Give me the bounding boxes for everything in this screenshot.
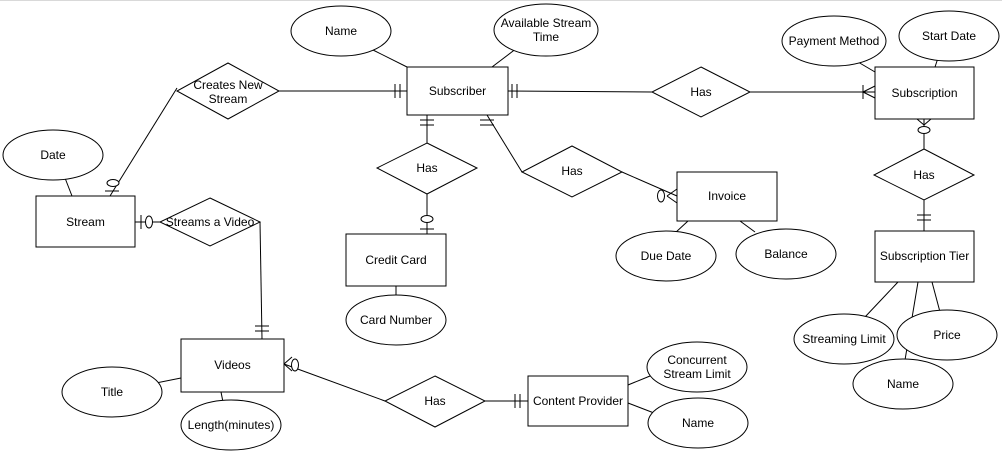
attribute-balance-label: Balance	[764, 247, 808, 261]
relationship-creates-new-stream-line2: Stream	[209, 92, 248, 106]
link-stream-date	[64, 177, 73, 197]
relationship-subscriber-has-invoice[interactable]: Has	[520, 145, 624, 198]
attribute-due-date-label: Due Date	[641, 249, 692, 263]
attribute-stream-date[interactable]: Date	[2, 129, 104, 181]
attribute-streaming-limit[interactable]: Streaming Limit	[793, 313, 895, 365]
relationship-creates-new-stream[interactable]: Creates New Stream	[175, 62, 281, 120]
link-invoice-duedate	[674, 220, 689, 234]
entity-content-provider-label: Content Provider	[533, 394, 623, 408]
link-subscriber-has	[507, 90, 653, 93]
link-invoice-balance	[739, 220, 756, 233]
entity-subscription-label: Subscription	[891, 86, 957, 100]
link-creates-stream	[109, 87, 178, 197]
link-streams-videos	[259, 221, 263, 340]
attribute-available-stream-time-line1: Available Stream	[501, 16, 592, 30]
attribute-subscriber-name-label: Name	[325, 24, 357, 38]
attribute-card-number[interactable]: Card Number	[345, 294, 447, 346]
entity-credit-card[interactable]: Credit Card	[345, 233, 447, 287]
link-provider-concurrent	[627, 375, 651, 386]
attribute-concurrent-stream-limit-line1: Concurrent	[667, 353, 727, 367]
entity-credit-card-label: Credit Card	[365, 253, 426, 267]
attribute-subscriber-name[interactable]: Name	[290, 5, 392, 57]
link-provider-name	[627, 402, 655, 414]
attribute-tier-name-label: Name	[887, 377, 919, 391]
entity-stream-label: Stream	[66, 215, 105, 229]
attribute-price-label: Price	[933, 328, 961, 342]
attribute-title-label: Title	[101, 385, 124, 399]
attribute-payment-method[interactable]: Payment Method	[781, 15, 887, 67]
entity-videos-label: Videos	[214, 358, 250, 372]
attribute-available-stream-time-line2: Time	[533, 30, 560, 44]
entity-invoice[interactable]: Invoice	[676, 171, 778, 222]
entity-content-provider[interactable]: Content Provider	[527, 375, 629, 427]
attribute-provider-name-label: Name	[682, 416, 714, 430]
attribute-tier-name[interactable]: Name	[852, 358, 954, 410]
entity-subscription-tier[interactable]: Subscription Tier	[874, 230, 975, 283]
relationship-subscriber-has-subscription-label: Has	[690, 85, 711, 99]
relationship-streams-a-video[interactable]: Streams a Video	[158, 197, 262, 247]
entity-invoice-label: Invoice	[708, 189, 746, 203]
entity-stream[interactable]: Stream	[35, 195, 136, 248]
relationship-streams-a-video-label: Streams a Video	[166, 215, 255, 229]
link-tier-streaminglimit	[864, 281, 899, 318]
attribute-length[interactable]: Length(minutes)	[180, 399, 282, 451]
relationship-subscriber-has-invoice-label: Has	[561, 164, 582, 178]
attribute-concurrent-stream-limit-line2: Stream Limit	[663, 367, 731, 381]
attribute-title[interactable]: Title	[61, 366, 163, 418]
attribute-start-date[interactable]: Start Date	[898, 10, 1000, 62]
relationship-creates-new-stream-line1: Creates New	[193, 78, 263, 92]
link-subscriber-has-invoice	[486, 114, 523, 173]
attribute-start-date-label: Start Date	[922, 29, 976, 43]
attribute-streaming-limit-label: Streaming Limit	[802, 332, 886, 346]
link-has-invoice	[621, 171, 678, 197]
link-videos-title	[155, 377, 182, 384]
relationship-subscription-has-tier-label: Has	[913, 168, 934, 182]
attribute-length-label: Length(minutes)	[188, 418, 275, 432]
entity-videos[interactable]: Videos	[180, 338, 285, 393]
link-subscriber-available-time	[491, 47, 518, 68]
attribute-provider-name[interactable]: Name	[647, 397, 749, 449]
link-videos-has	[283, 363, 386, 402]
entity-subscriber[interactable]: Subscriber	[406, 66, 509, 116]
entity-subscriber-label: Subscriber	[429, 84, 486, 98]
relationship-subscriber-has-credit-card[interactable]: Has	[375, 142, 479, 195]
link-subscriber-name	[372, 49, 408, 68]
relationship-videos-has-provider-label: Has	[424, 394, 445, 408]
relationship-subscription-has-tier[interactable]: Has	[872, 148, 976, 201]
attribute-price[interactable]: Price	[896, 309, 998, 361]
attribute-due-date[interactable]: Due Date	[615, 230, 717, 282]
relationship-videos-has-provider[interactable]: Has	[383, 375, 487, 428]
entity-subscription[interactable]: Subscription	[874, 66, 975, 120]
link-tier-price	[931, 281, 941, 313]
attribute-card-number-label: Card Number	[360, 313, 432, 327]
link-subscription-payment	[857, 61, 876, 73]
attribute-payment-method-label: Payment Method	[789, 34, 880, 48]
cardinality-marks	[105, 84, 932, 408]
attribute-balance[interactable]: Balance	[735, 228, 837, 280]
relationship-subscriber-has-subscription[interactable]: Has	[650, 66, 752, 118]
entity-subscription-tier-label: Subscription Tier	[880, 249, 969, 263]
attribute-stream-date-label: Date	[40, 148, 66, 162]
relationship-subscriber-has-credit-card-label: Has	[416, 161, 437, 175]
attribute-concurrent-stream-limit[interactable]: Concurrent Stream Limit	[646, 341, 748, 393]
attribute-available-stream-time[interactable]: Available Stream Time	[493, 3, 599, 57]
top-border	[0, 0, 1002, 1]
